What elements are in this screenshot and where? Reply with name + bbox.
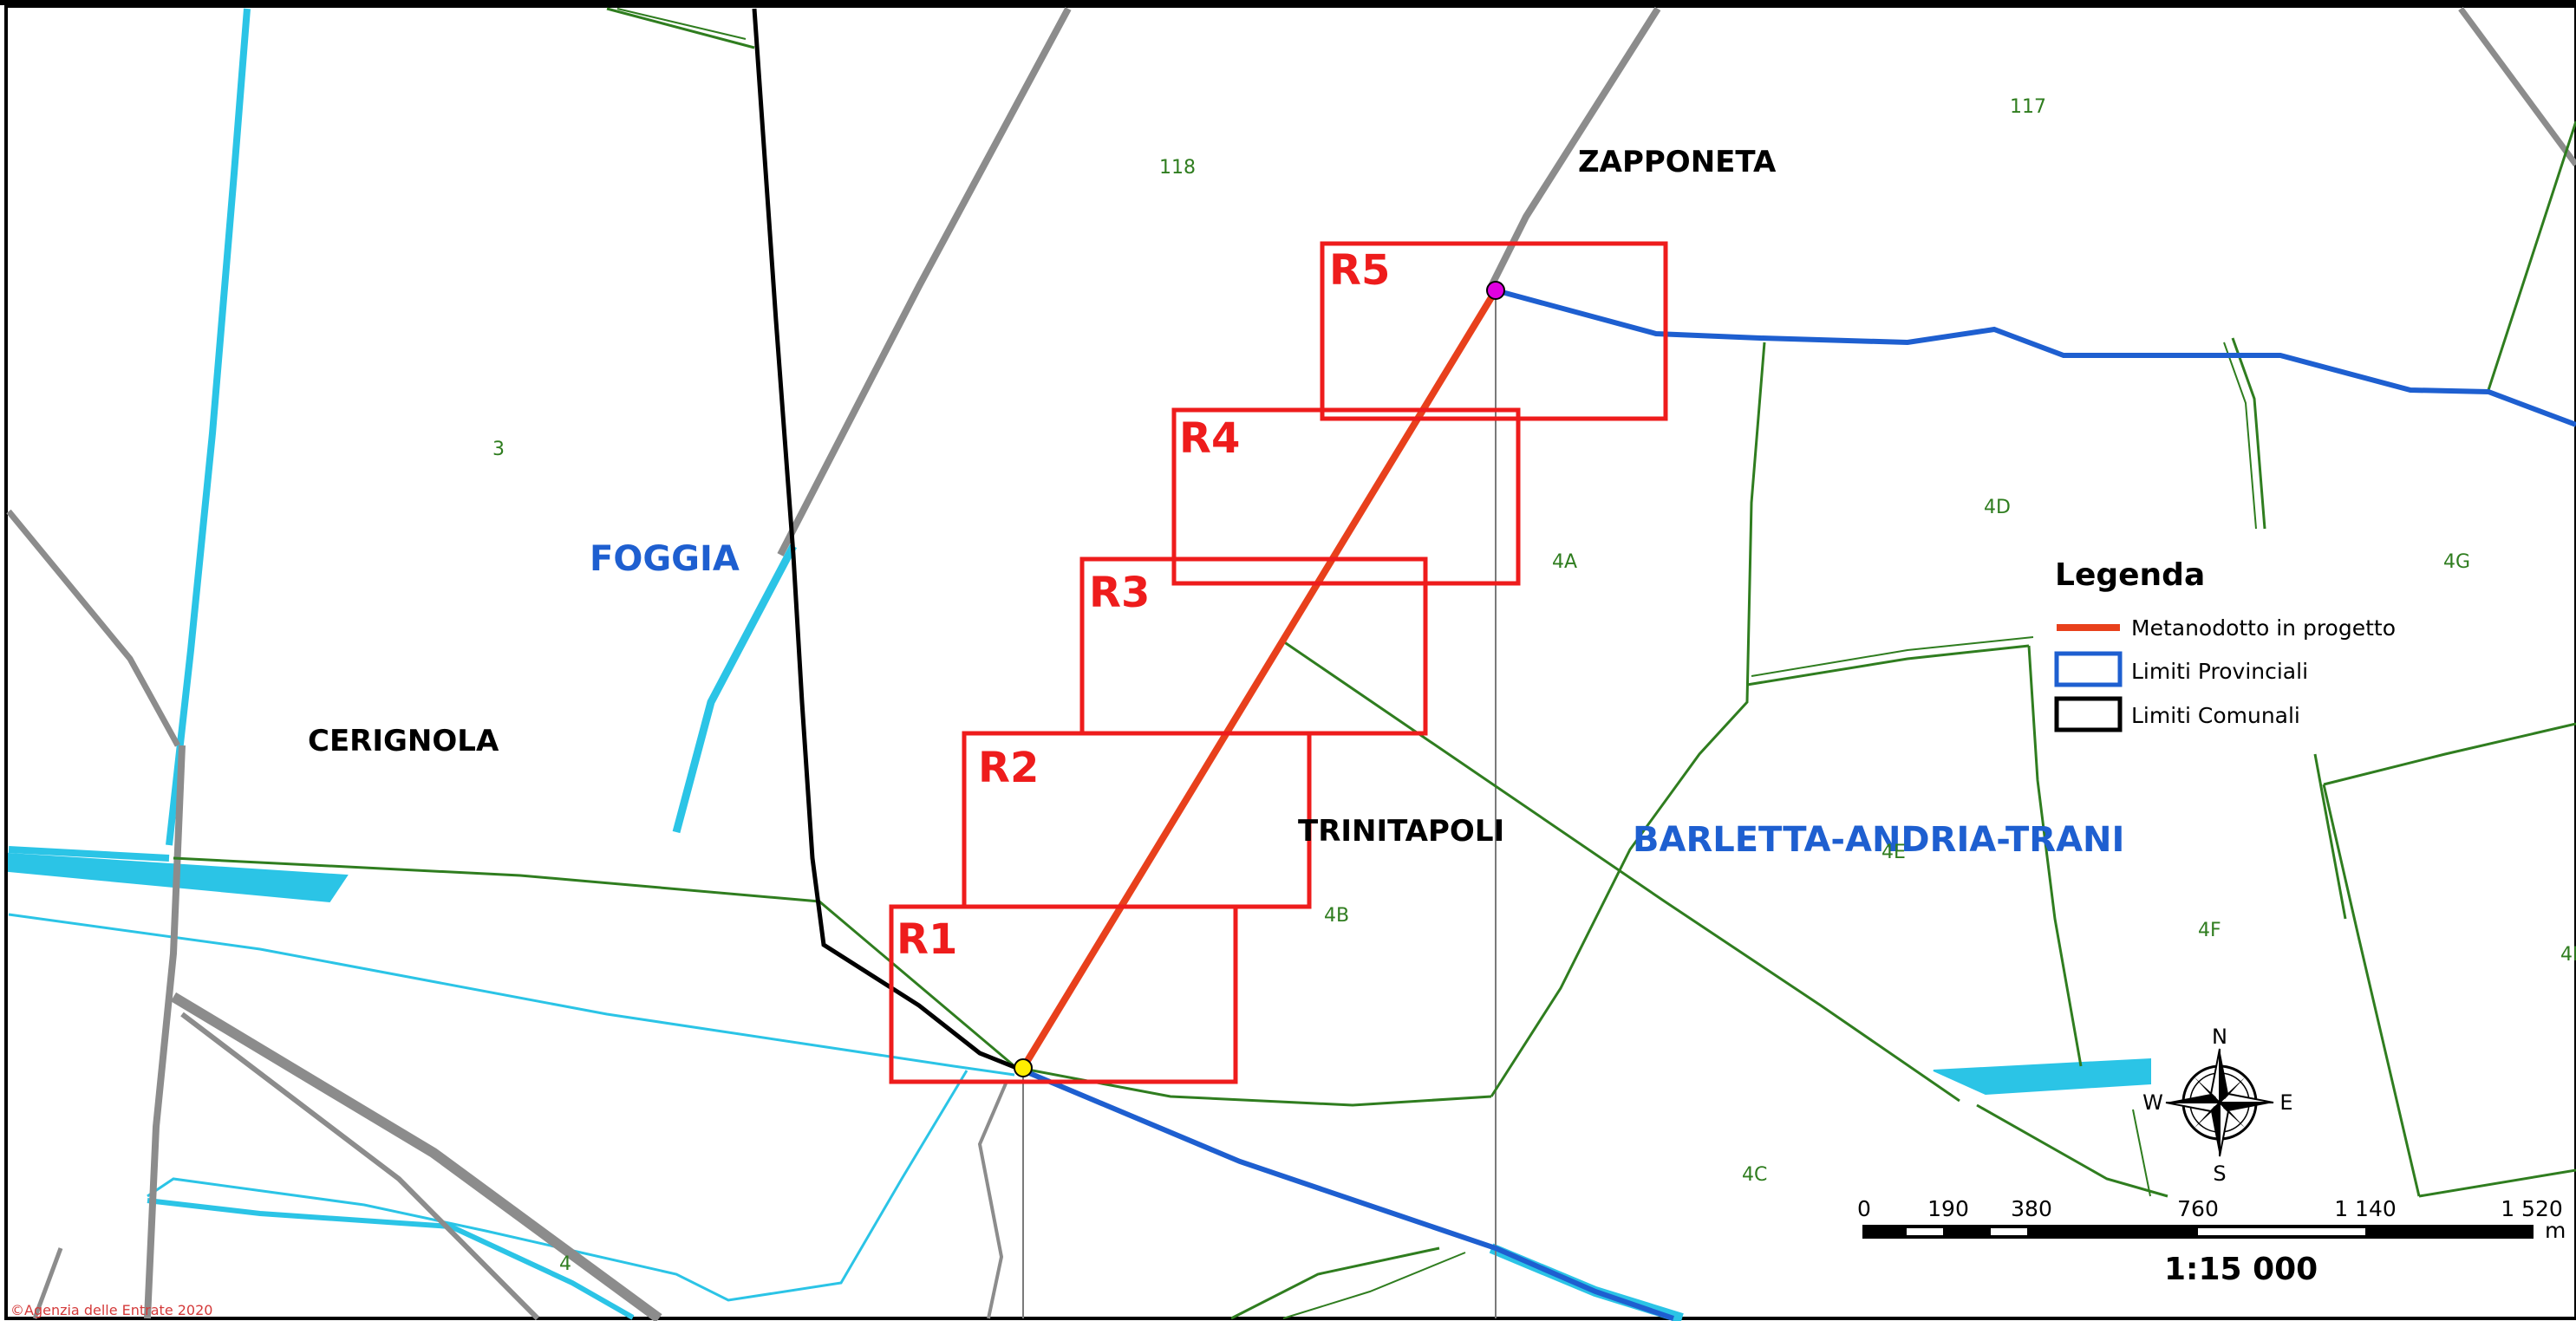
legend-swatch-province <box>2054 651 2123 687</box>
sheet-4a: 4A <box>1552 551 1577 573</box>
scale-bar: 0 190 380 760 1 140 1 520 m 1:15 000 <box>1857 1196 2566 1287</box>
legend: Legenda Metanodotto in progetto Limiti P… <box>2054 557 2396 732</box>
scale-ratio: 1:15 000 <box>2164 1252 2318 1287</box>
rect-r3 <box>1079 556 1428 736</box>
municipality-zapponeta: ZAPPONETA <box>1578 145 1777 179</box>
scale-tick-190: 190 <box>1927 1196 1969 1221</box>
municipality-cerignola: CERIGNOLA <box>308 724 499 758</box>
compass-n: N <box>2212 1025 2227 1049</box>
rect-label-r5: R5 <box>1329 246 1390 295</box>
province-bat: BARLETTA-ANDRIA-TRANI <box>1633 820 2124 860</box>
municipality-trinitapoli: TRINITAPOLI <box>1298 814 1504 849</box>
compass-w: W <box>2142 1090 2163 1115</box>
province-foggia: FOGGIA <box>590 539 740 579</box>
end-point <box>1486 281 1505 300</box>
scale-unit: m <box>2545 1218 2566 1243</box>
sheet-4g: 4G <box>2443 551 2470 573</box>
compass-s: S <box>2213 1162 2226 1186</box>
legend-label-province: Limiti Provinciali <box>2131 659 2308 684</box>
rect-label-r3: R3 <box>1089 569 1150 617</box>
roads <box>6 6 2576 1321</box>
rect-label-r1: R1 <box>897 915 957 964</box>
sheet-3: 3 <box>492 439 505 460</box>
legend-swatch-municipal <box>2054 696 2123 732</box>
parcel-boundaries <box>173 7 2576 1320</box>
sheet-118: 118 <box>1159 157 1196 179</box>
sheet-4f: 4F <box>2198 920 2221 941</box>
sheet-4e: 4E <box>1881 842 1906 863</box>
compass-e: E <box>2279 1090 2292 1115</box>
sheet-4c: 4C <box>1742 1164 1767 1186</box>
legend-label-pipeline: Metanodotto in progetto <box>2131 615 2396 641</box>
start-point <box>1014 1058 1033 1077</box>
legend-title: Legenda <box>2055 557 2205 593</box>
rect-r4 <box>1171 407 1521 586</box>
scale-tick-1520: 1 520 <box>2501 1196 2563 1221</box>
municipal-boundary <box>752 8 1024 1073</box>
detail-rectangles <box>889 241 1668 1084</box>
sheet-117: 117 <box>2010 96 2046 118</box>
scale-tick-380: 380 <box>2011 1196 2052 1221</box>
rect-label-r4: R4 <box>1179 414 1240 463</box>
compass-rose: N S E W <box>2142 1025 2292 1186</box>
sheet-4b: 4B <box>1324 905 1349 927</box>
sheet-4: 4 <box>559 1253 571 1275</box>
scale-tick-0: 0 <box>1857 1196 1871 1221</box>
sheet-4d: 4D <box>1984 497 2011 518</box>
rect-r5 <box>1320 241 1668 421</box>
scale-tick-760: 760 <box>2177 1196 2219 1221</box>
map-frame <box>4 4 2576 1320</box>
legend-label-municipal: Limiti Comunali <box>2131 703 2300 728</box>
copyright-text: ©Agenzia delle Entrate 2020 <box>10 1302 212 1318</box>
sheet-4h: 4H <box>2560 944 2576 966</box>
rect-label-r2: R2 <box>978 744 1039 792</box>
provincial-boundary <box>1021 288 2576 1321</box>
scale-tick-1140: 1 140 <box>2334 1196 2397 1221</box>
